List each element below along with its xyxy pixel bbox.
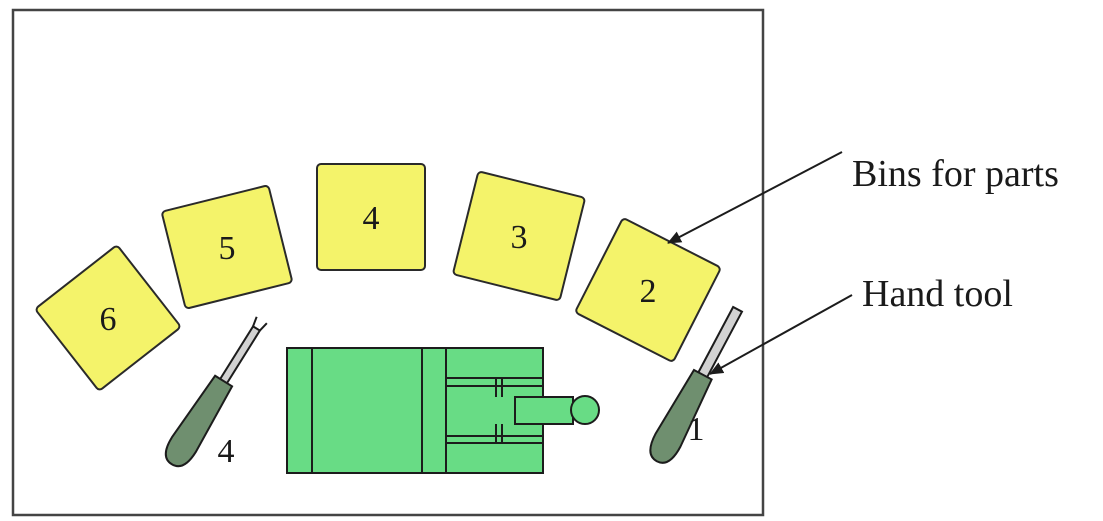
bin-3-label: 3: [511, 219, 528, 256]
clamp-plunger: [515, 397, 573, 424]
bin-2-label: 2: [640, 273, 657, 310]
callout-bins-for-parts: Bins for parts: [852, 153, 1059, 195]
bin-5-label: 5: [219, 230, 236, 267]
bin-6-label: 6: [100, 301, 117, 338]
hand-tool-1-label: 1: [688, 411, 705, 448]
callout-hand-tool: Hand tool: [862, 273, 1013, 315]
hand-tool-4-label: 4: [218, 433, 235, 470]
bin-4: 4: [317, 164, 425, 270]
clamp-knob: [571, 396, 599, 424]
bin-4-label: 4: [363, 200, 380, 237]
